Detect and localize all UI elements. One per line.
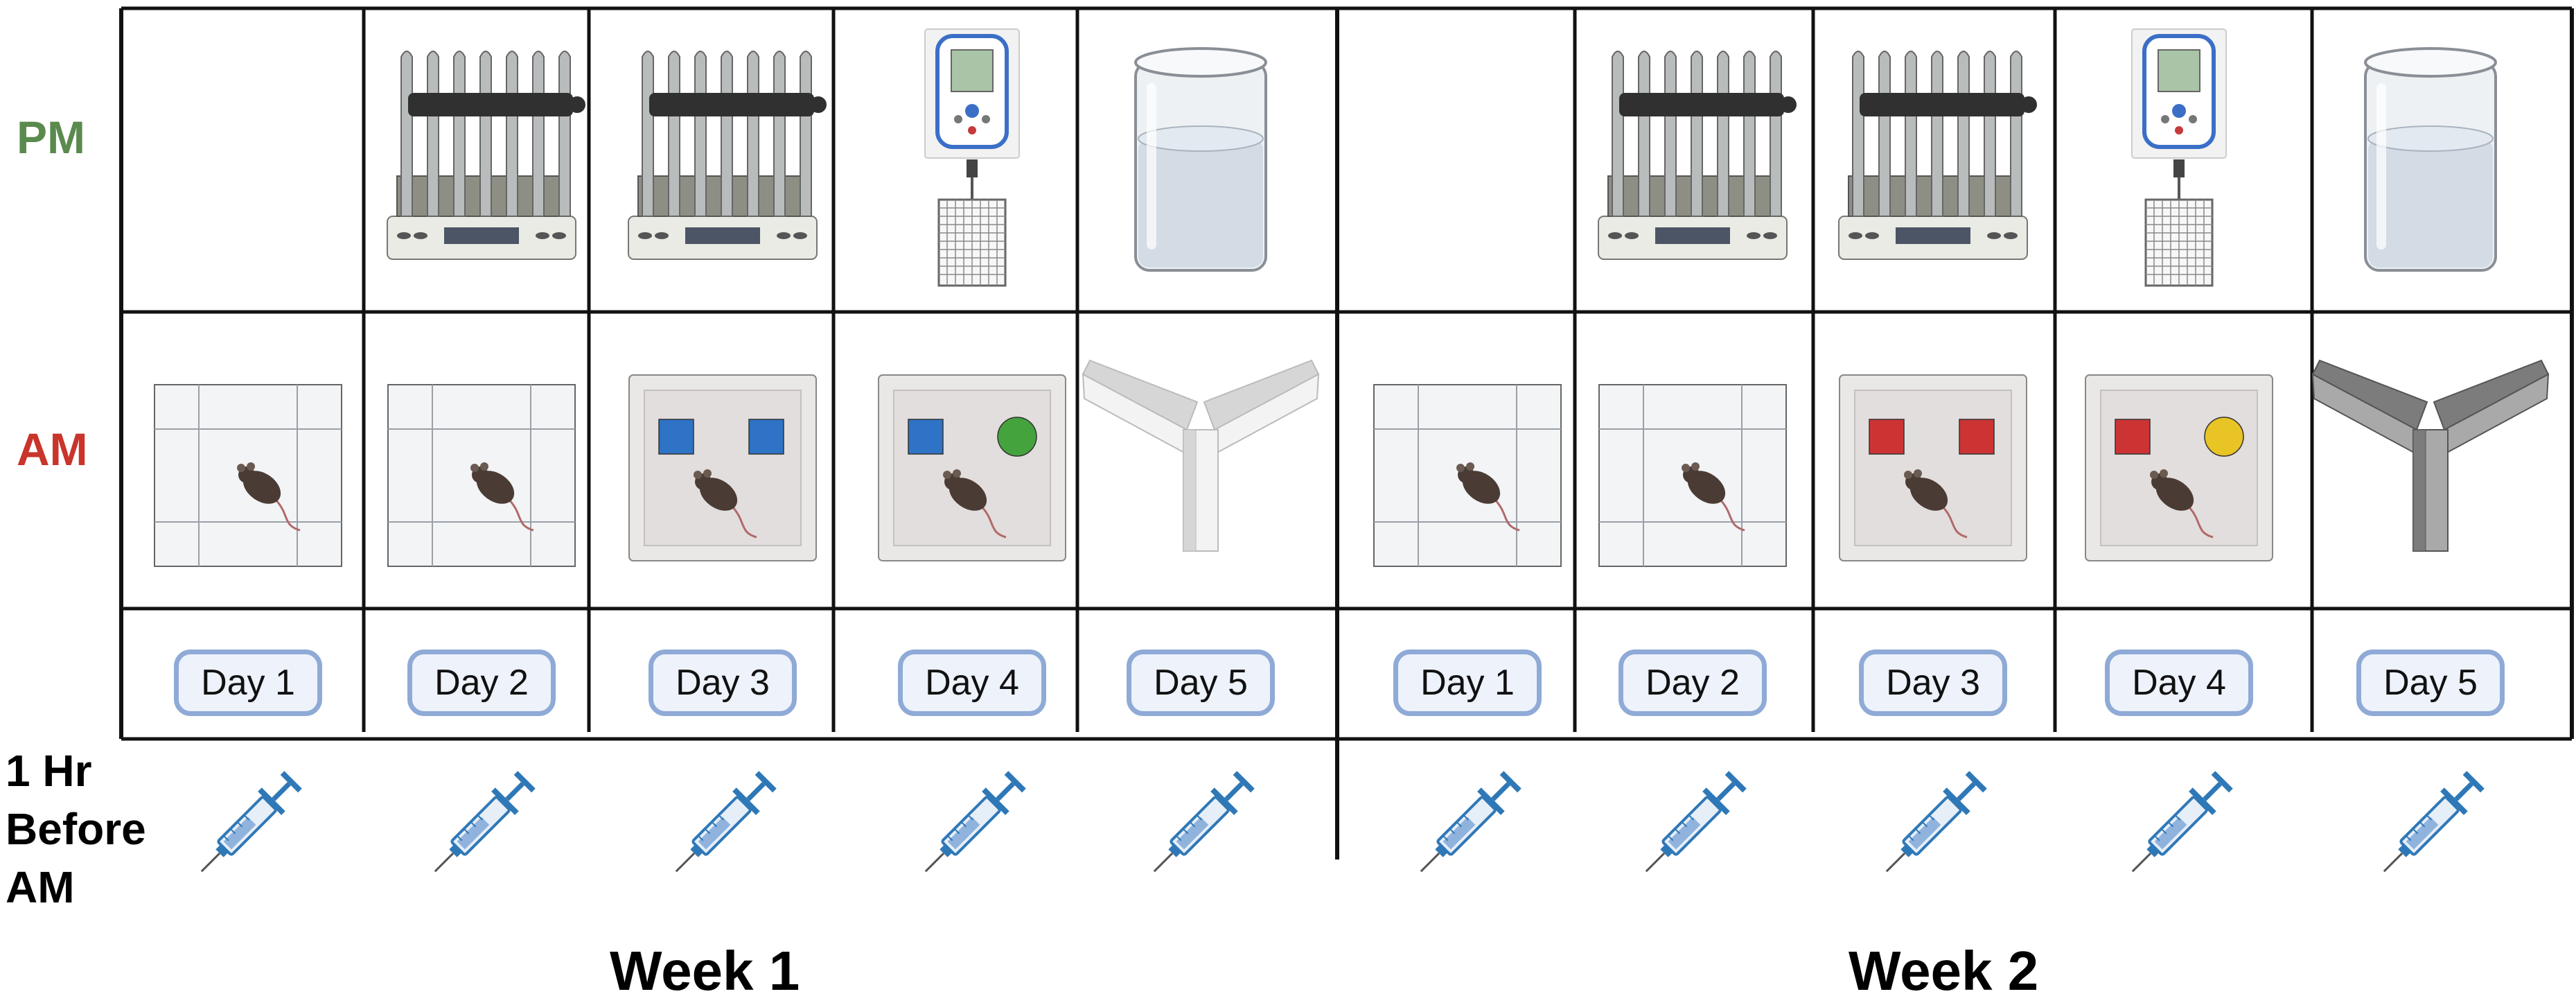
object-arena-square-circle-icon bbox=[878, 374, 1066, 561]
water-beaker-icon bbox=[1134, 47, 1267, 272]
day-badge-week-2-day-1: Day 1 bbox=[1393, 649, 1542, 716]
week-2-day-5-column bbox=[2311, 47, 2550, 873]
y-maze-icon bbox=[2311, 359, 2550, 552]
day-badge-week-2-day-2: Day 2 bbox=[1618, 649, 1767, 716]
injection-label-line-2: Before bbox=[6, 804, 146, 854]
rotarod-icon bbox=[387, 51, 585, 260]
syringe-icon bbox=[2131, 771, 2233, 873]
week-1-day-3-column bbox=[628, 51, 827, 873]
day-badge-week-2-day-4: Day 4 bbox=[2105, 649, 2253, 716]
day-badge-week-1-day-1: Day 1 bbox=[174, 649, 322, 716]
open-field-icon bbox=[154, 384, 342, 567]
week-1-label: Week 1 bbox=[610, 940, 800, 1002]
am-row-label: AM bbox=[17, 424, 88, 475]
rotarod-icon bbox=[628, 51, 827, 260]
syringe-icon bbox=[1885, 771, 1987, 873]
object-arena-square-circle-icon bbox=[2085, 374, 2273, 561]
week-2-day-4-column bbox=[2085, 28, 2273, 873]
y-maze-icon bbox=[1082, 359, 1320, 552]
syringe-icon bbox=[2383, 771, 2485, 873]
syringe-icon bbox=[675, 771, 777, 873]
week-1-day-4-column bbox=[878, 28, 1066, 873]
syringe-icon bbox=[1645, 771, 1747, 873]
injection-timing-label: 1 Hr Before AM bbox=[6, 742, 146, 916]
syringe-icon bbox=[1153, 771, 1255, 873]
week-1-day-5-column bbox=[1082, 47, 1320, 873]
week-2-day-1-column bbox=[1373, 384, 1562, 873]
syringe-icon bbox=[924, 771, 1026, 873]
day-badge-week-1-day-4: Day 4 bbox=[898, 649, 1046, 716]
grid-lines bbox=[119, 6, 2574, 860]
syringe-icon bbox=[200, 771, 302, 873]
week-2-label: Week 2 bbox=[1849, 940, 2039, 1002]
pm-row-label: PM bbox=[17, 112, 85, 163]
day-badge-week-1-day-2: Day 2 bbox=[407, 649, 556, 716]
rotarod-icon bbox=[1598, 51, 1797, 260]
day-badge-week-2-day-5: Day 5 bbox=[2356, 649, 2505, 716]
syringe-icon bbox=[434, 771, 536, 873]
open-field-icon bbox=[1598, 384, 1787, 567]
syringe-icon bbox=[1420, 771, 1521, 873]
day-badge-week-2-day-3: Day 3 bbox=[1859, 649, 2007, 716]
injection-label-line-1: 1 Hr bbox=[6, 746, 92, 796]
hot-plate-device-icon bbox=[924, 28, 1020, 287]
week-1-day-1-column bbox=[154, 384, 342, 873]
object-arena-two-squares-icon bbox=[1839, 374, 2027, 561]
week-1-day-2-column bbox=[387, 51, 585, 873]
hot-plate-device-icon bbox=[2131, 28, 2227, 287]
week-2-day-2-column bbox=[1598, 51, 1797, 873]
day-badge-week-1-day-5: Day 5 bbox=[1127, 649, 1275, 716]
week-2-day-3-column bbox=[1838, 51, 2037, 873]
object-arena-two-squares-icon bbox=[628, 374, 817, 561]
water-beaker-icon bbox=[2364, 47, 2497, 272]
day-badge-week-1-day-3: Day 3 bbox=[649, 649, 797, 716]
rotarod-icon bbox=[1838, 51, 2037, 260]
open-field-icon bbox=[1373, 384, 1562, 567]
open-field-icon bbox=[387, 384, 576, 567]
injection-label-line-3: AM bbox=[6, 862, 75, 912]
